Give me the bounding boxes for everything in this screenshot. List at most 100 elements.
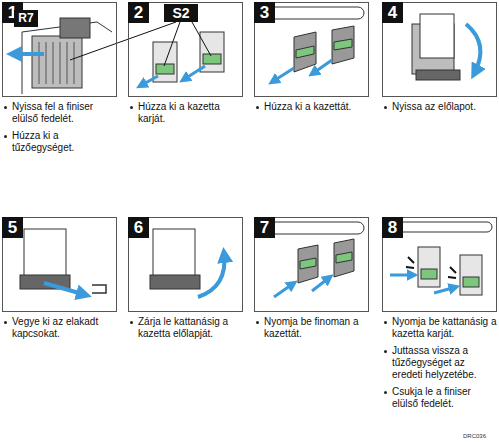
step-number: 6 [128, 217, 149, 238]
instruction-list: Nyomja be finoman a kazettát. [255, 316, 369, 345]
step-panel: 6Zárja le kattanásig a kazetta előlapját… [128, 217, 243, 312]
push-lever-drawing [434, 287, 456, 293]
instruction-text: Nyissa fel a finiser elülső fedelét. [12, 101, 93, 124]
insert-cassette-drawing [312, 277, 330, 291]
push-lever-drawing [394, 222, 492, 232]
bullet-dot [384, 106, 387, 109]
instruction-item: Nyissa fel a finiser elülső fedelét. [3, 101, 117, 125]
step-number: 2 [128, 2, 149, 23]
lever-drawing [203, 54, 221, 64]
leader-line [70, 22, 176, 60]
push-lever-drawing [450, 267, 456, 273]
push-lever-drawing [390, 274, 414, 277]
cassette-drawing [332, 26, 354, 64]
bullet-dot [384, 350, 387, 353]
lever-drawing [183, 66, 205, 80]
cassette-drawing [334, 39, 352, 50]
instruction-item: Csukja le a finiser elülső fedelét. [383, 386, 497, 410]
instruction-item: Juttassa vissza a tűzőegységet az eredet… [383, 345, 497, 381]
staple-drawing [44, 283, 86, 295]
bullet-dot [130, 321, 133, 324]
cassette-drawing [296, 46, 314, 58]
bullet-dot [4, 135, 7, 138]
cassette-drawing [312, 60, 332, 74]
instruction-list: Nyomja be kattanásig a kazetta karját. Ju… [383, 316, 497, 415]
cover-drawing [420, 14, 454, 58]
lever-drawing [156, 64, 174, 74]
bullet-dot [384, 321, 387, 324]
instruction-item: Zárja le kattanásig a kazetta előlapját. [129, 316, 243, 340]
step-number: 3 [254, 2, 275, 23]
step-number: 7 [254, 217, 275, 238]
step-panel: 5Vegye ki az elakadt kapcsokat. [2, 217, 117, 312]
insert-cassette-drawing [298, 245, 318, 283]
part-label: S2 [164, 4, 198, 22]
step-number: 4 [382, 2, 403, 23]
instruction-list: Húzza ki a kazettát. [255, 101, 369, 118]
push-lever-drawing [448, 277, 456, 278]
instruction-text: Zárja le kattanásig a kazetta előlapját. [138, 316, 228, 339]
cassette-drawing [272, 68, 294, 82]
instruction-item: Húzza ki a kazetta karját. [129, 101, 243, 125]
push-lever-drawing [408, 257, 414, 263]
step-panel: 4Nyissa az előlapot. [382, 2, 497, 97]
instruction-list: Húzza ki a kazetta karját. [129, 101, 243, 130]
bullet-dot [384, 391, 387, 394]
insert-cassette-drawing [334, 239, 354, 277]
cover-drawing [412, 14, 480, 80]
instruction-list: Nyissa az előlapot. [383, 101, 497, 118]
finisher-drawing [60, 18, 90, 38]
finisher-drawing [32, 36, 82, 88]
finisher-drawing [67, 42, 68, 84]
insert-cassette-drawing [266, 222, 364, 297]
step-panel: 3Húzza ki a kazettát. [254, 2, 369, 97]
instruction-text: Juttassa vissza a tűzőegységet az eredet… [392, 345, 477, 380]
bullet-dot [4, 321, 7, 324]
instruction-item: Nyomja be finoman a kazettát. [255, 316, 369, 340]
instruction-text: Húzza ki a kazettát. [264, 101, 351, 112]
push-lever-drawing [421, 269, 437, 279]
instruction-item: Nyissa az előlapot. [383, 101, 497, 113]
finisher-drawing [39, 42, 40, 84]
lever-drawing [140, 76, 158, 86]
step-number: 5 [2, 217, 23, 238]
close-cover-drawing [150, 229, 224, 297]
part-label: R7 [14, 10, 38, 27]
instruction-item: Húzza ki a kazettát. [255, 101, 369, 113]
bullet-dot [256, 321, 259, 324]
finisher-drawing [12, 52, 44, 56]
cassette-drawing [266, 7, 364, 19]
finisher-drawing [74, 42, 75, 84]
staple-drawing [92, 285, 106, 293]
instruction-item: Vegye ki az elakadt kapcsokat. [3, 316, 117, 340]
leader-line [192, 22, 211, 56]
leader-line [164, 22, 180, 66]
instruction-item: Húzza ki a tűzőegységet. [3, 130, 117, 154]
step-panel: 8Nyomja be kattanásig a kazetta karját.J… [382, 217, 497, 312]
close-cover-drawing [153, 229, 195, 279]
leader-line [70, 22, 211, 66]
close-cover-drawing [198, 253, 224, 297]
cassette-drawing [266, 7, 364, 82]
instruction-text: Húzza ki a kazetta karját. [138, 101, 220, 124]
close-cover-drawing [150, 275, 200, 289]
push-lever-drawing [460, 255, 482, 295]
bullet-dot [130, 106, 133, 109]
finisher-drawing [60, 42, 61, 84]
staple-drawing [20, 229, 106, 295]
insert-cassette-drawing [274, 283, 294, 297]
finisher-drawing [53, 42, 54, 84]
instruction-text: Nyissa az előlapot. [392, 101, 476, 112]
cover-drawing [466, 24, 480, 74]
instruction-text: Nyomja be kattanásig a kazetta karját. [392, 316, 497, 339]
instruction-text: Csukja le a finiser elülső fedelét. [392, 386, 471, 409]
push-lever-drawing [418, 247, 440, 287]
instruction-list: Zárja le kattanásig a kazetta előlapját. [129, 316, 243, 345]
instruction-list: Vegye ki az elakadt kapcsokat. [3, 316, 117, 345]
cover-drawing [416, 70, 460, 80]
push-lever-drawing [390, 222, 492, 295]
insert-cassette-drawing [336, 252, 352, 263]
instruction-list: Nyissa fel a finiser elülső fedelét. Húzz… [3, 101, 117, 159]
instruction-text: Vegye ki az elakadt kapcsokat. [12, 316, 98, 339]
